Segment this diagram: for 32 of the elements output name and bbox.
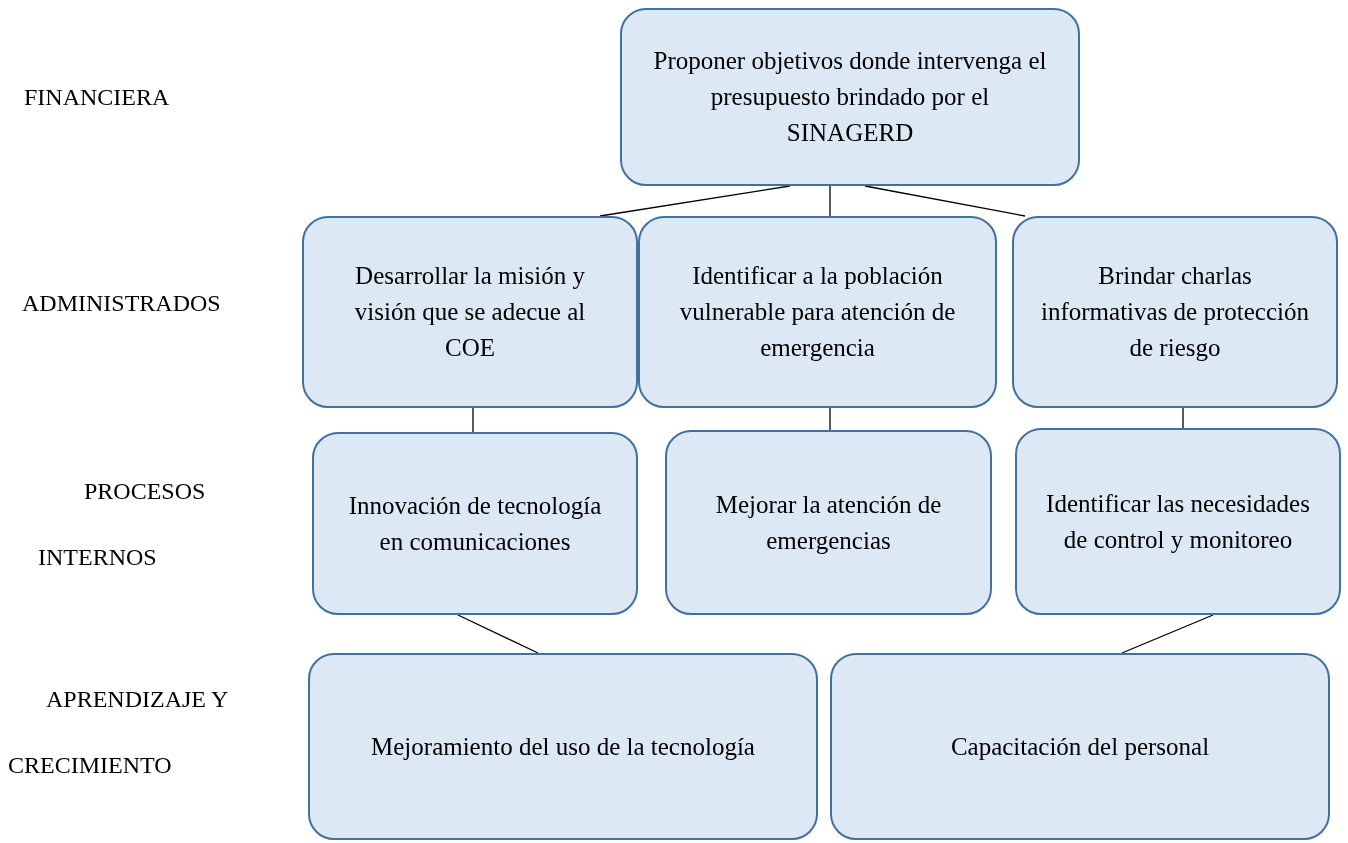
objective-box xyxy=(1015,428,1341,615)
connector-line xyxy=(1121,614,1214,654)
connector-line xyxy=(457,614,539,654)
perspective-label: ADMINISTRADOS xyxy=(22,289,221,318)
box-text: Desarrollar la misión y visión que se adecue al COE xyxy=(353,261,587,363)
box-text: Mejoramiento del uso de la tecnología xyxy=(371,731,755,762)
connector-line xyxy=(1182,407,1184,429)
box-text: Proponer objetivos donde intervenga el presupuesto brindado por el SINAGERD xyxy=(652,46,1048,148)
perspective-label: CRECIMIENTO xyxy=(8,751,172,780)
objective-box xyxy=(302,216,638,408)
objective-box xyxy=(620,8,1080,186)
connector-line xyxy=(829,185,831,217)
box-text: Capacitación del personal xyxy=(950,731,1210,762)
objective-box xyxy=(830,653,1330,840)
box-text: Identificar las necesidades de control y monitoreo xyxy=(1045,488,1311,555)
objective-box xyxy=(1012,216,1338,408)
objective-box xyxy=(638,216,997,408)
perspective-label: PROCESOS xyxy=(84,477,206,506)
box-text: Identificar a la población vulnerable para atención de emergencia xyxy=(678,261,957,363)
connector-line xyxy=(829,407,831,431)
connector-line xyxy=(864,185,1026,217)
perspective-label: FINANCIERA xyxy=(24,83,170,112)
box-text: Brindar charlas informativas de protección de riesgo xyxy=(1040,261,1310,363)
perspective-label: INTERNOS xyxy=(38,543,157,572)
objective-box xyxy=(665,430,992,615)
objective-box xyxy=(312,432,638,615)
perspective-label: APRENDIZAJE Y xyxy=(46,685,229,714)
box-text: Mejorar la atención de emergencias xyxy=(714,489,943,556)
box-text: Innovación de tecnología en comunicaciones xyxy=(347,490,603,557)
connector-line xyxy=(599,185,791,217)
objective-box xyxy=(308,653,818,840)
connector-line xyxy=(472,407,474,433)
